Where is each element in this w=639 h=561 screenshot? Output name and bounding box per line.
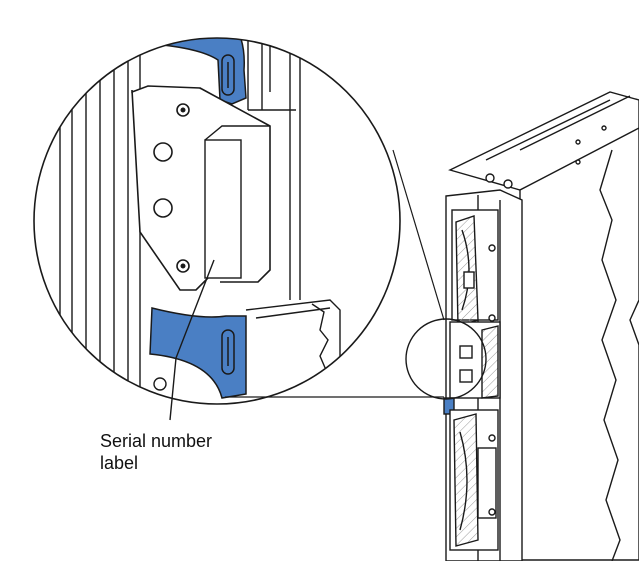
bottom-latch (149, 307, 247, 399)
serial-number-label-callout: Serial number label (100, 431, 213, 473)
magnified-view (34, 38, 400, 404)
highlight-circle (405, 318, 487, 400)
server-chassis (443, 91, 639, 561)
connector-line-top (392, 149, 445, 321)
zoom-circle (33, 37, 401, 405)
bracket-plate (131, 85, 271, 291)
callout-leader (169, 259, 215, 421)
